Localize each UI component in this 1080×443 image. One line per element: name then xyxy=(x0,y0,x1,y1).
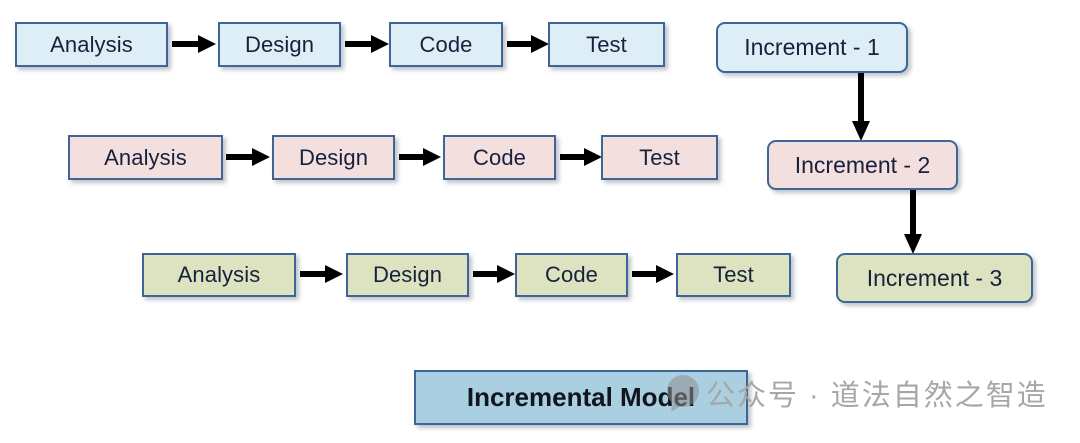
phase-box-row2-analysis: Analysis xyxy=(68,135,223,180)
phase-box-row2-code: Code xyxy=(443,135,556,180)
phase-label: Design xyxy=(372,262,443,287)
phase-label: Analysis xyxy=(50,31,133,57)
watermark-text: 公众号 · 道法自然之智造 xyxy=(706,380,1048,412)
phase-box-row2-design: Design xyxy=(272,135,395,180)
phase-label: Design xyxy=(298,144,369,170)
arrow-increment2-to-increment3 xyxy=(902,190,924,254)
increment-box-2: Increment - 2 xyxy=(767,140,958,190)
diagram-title-box: Incremental Model xyxy=(414,370,748,425)
phase-label: Test xyxy=(713,262,754,287)
phase-box-row3-code: Code xyxy=(515,253,628,297)
phase-label: Code xyxy=(545,262,598,287)
arrow-row3-analysis-to-design xyxy=(300,263,343,285)
phase-box-row1-design: Design xyxy=(218,22,341,67)
phase-label: Code xyxy=(419,31,473,57)
arrow-row2-analysis-to-design xyxy=(226,146,270,168)
increment-label: Increment - 1 xyxy=(744,34,880,60)
phase-box-row1-code: Code xyxy=(389,22,503,67)
phase-box-row1-test: Test xyxy=(548,22,665,67)
increment-label: Increment - 2 xyxy=(794,151,931,178)
arrow-row1-code-to-test xyxy=(507,33,549,55)
arrow-row3-design-to-code xyxy=(473,263,515,285)
phase-box-row3-analysis: Analysis xyxy=(142,253,296,297)
increment-box-3: Increment - 3 xyxy=(836,253,1033,303)
arrow-row2-code-to-test xyxy=(560,146,602,168)
increment-box-1: Increment - 1 xyxy=(716,22,908,73)
arrow-row2-design-to-code xyxy=(399,146,441,168)
page-title: Incremental Model xyxy=(466,382,696,412)
increment-label: Increment - 3 xyxy=(866,264,1003,291)
phase-box-row1-analysis: Analysis xyxy=(15,22,168,67)
phase-label: Design xyxy=(244,31,315,57)
phase-label: Analysis xyxy=(104,144,187,170)
phase-box-row3-test: Test xyxy=(676,253,791,297)
phase-box-row2-test: Test xyxy=(601,135,718,180)
phase-label: Code xyxy=(473,144,526,170)
arrow-row3-code-to-test xyxy=(632,263,674,285)
phase-label: Test xyxy=(639,144,680,170)
phase-label: Test xyxy=(586,31,627,57)
phase-label: Analysis xyxy=(177,262,261,287)
arrow-row1-design-to-code xyxy=(345,33,389,55)
arrow-increment1-to-increment2 xyxy=(850,73,872,141)
arrow-row1-analysis-to-design xyxy=(172,33,216,55)
phase-box-row3-design: Design xyxy=(346,253,469,297)
